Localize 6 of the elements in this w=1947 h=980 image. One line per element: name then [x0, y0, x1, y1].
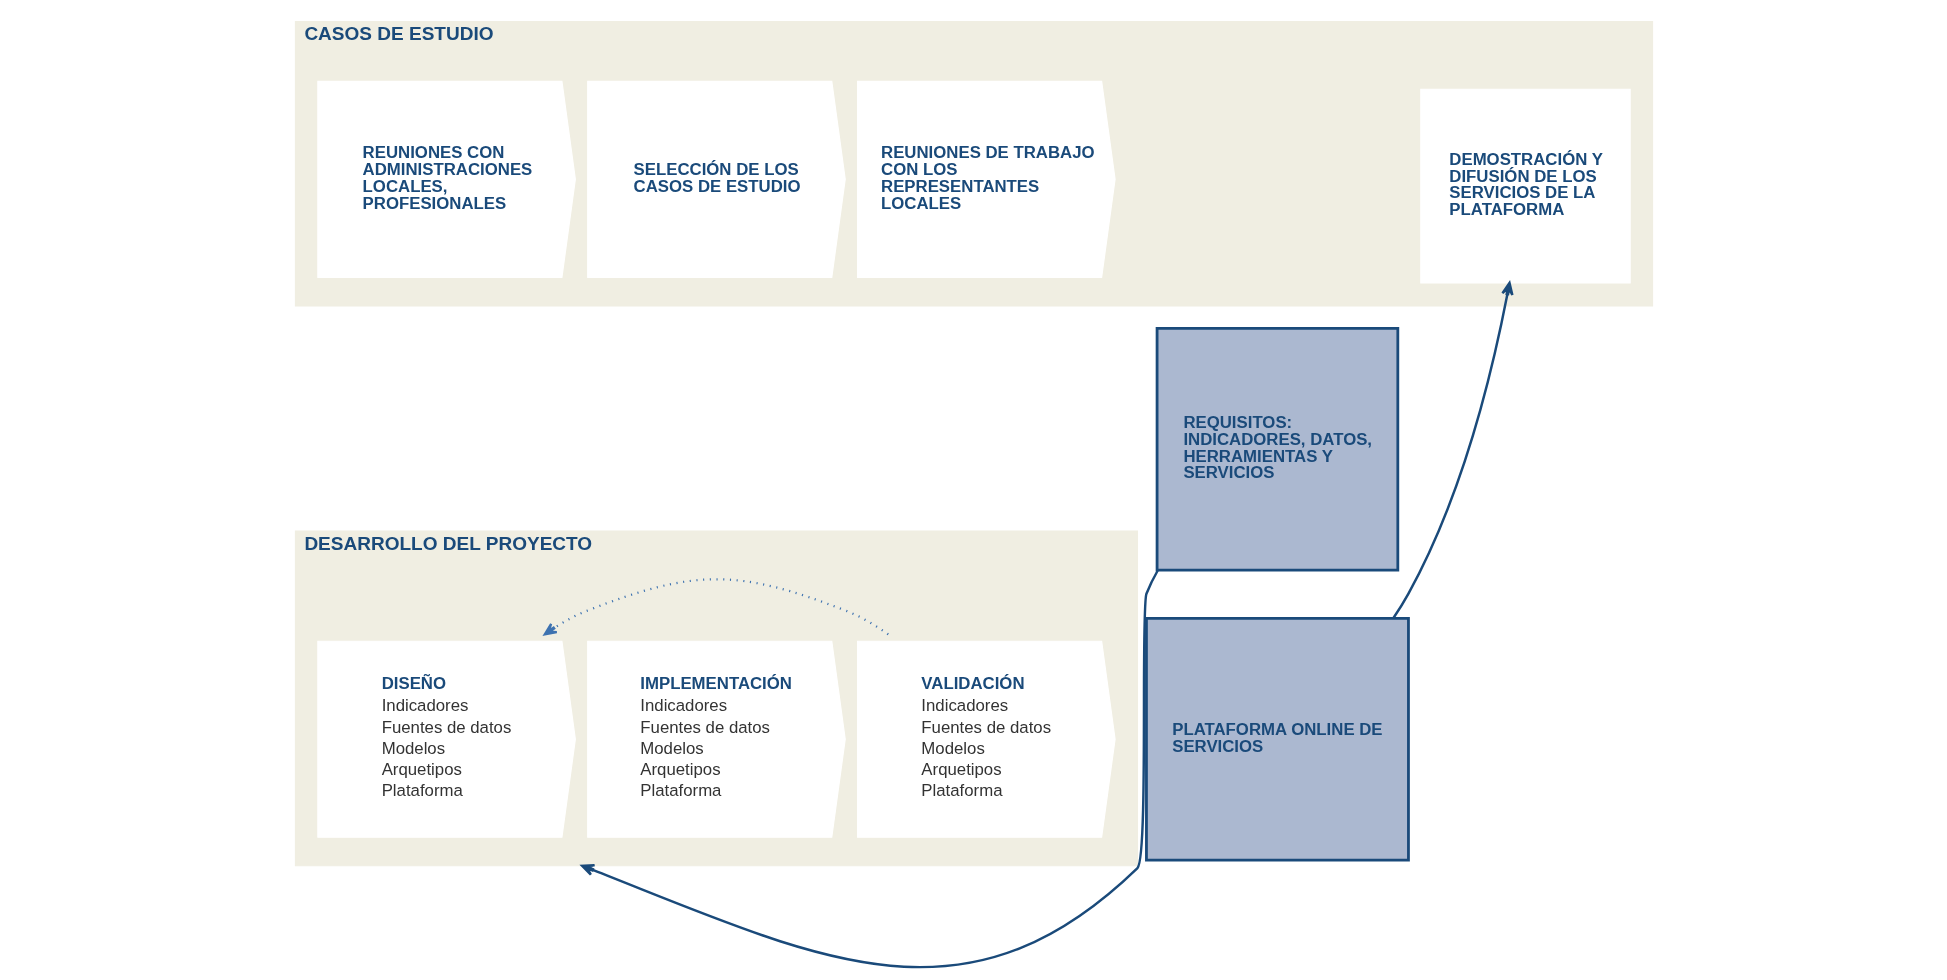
node-box: DEMOSTRACIÓN Y DIFUSIÓN DE LOS SERVICIOS DE LA PLATAFORMA — [1419, 88, 1631, 284]
arrow — [543, 578, 889, 636]
node-box: REQUISITOS: INDICADORES, DATOS, HERRAMIENTAS Y SERVICIOS — [1155, 326, 1399, 572]
node-box: PLATAFORMA ONLINE DE SERVICIOS — [1144, 616, 1410, 862]
arrow — [580, 569, 1159, 969]
arrow — [1391, 281, 1514, 619]
